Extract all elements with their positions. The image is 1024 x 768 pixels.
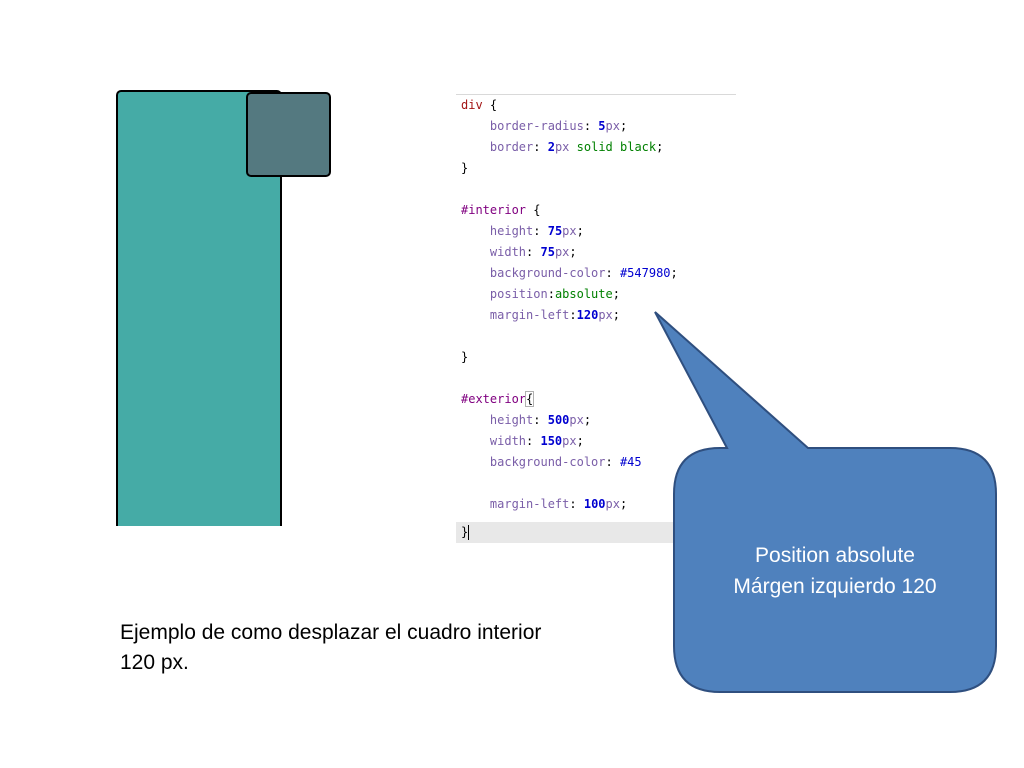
code-line-1: div { (461, 98, 498, 112)
code-line-18: background-color: #45 (489, 455, 642, 469)
caption-line-2: 120 px. (120, 651, 189, 674)
callout-text: Position absolute Márgen izquierdo 120 (700, 540, 970, 602)
code-line-10: position:absolute; (489, 287, 620, 301)
callout-line-2: Márgen izquierdo 120 (733, 575, 937, 598)
interior-box (246, 92, 331, 177)
code-line-4: } (461, 161, 469, 175)
code-line-7: height: 75px; (489, 224, 584, 238)
code-line-13: } (461, 350, 469, 364)
caption: Ejemplo de como desplazar el cuadro inte… (120, 618, 620, 678)
code-line-9: background-color: #547980; (489, 266, 678, 280)
callout-line-1: Position absolute (755, 544, 915, 567)
code-line-6: #interior { (461, 203, 541, 217)
code-line-8: width: 75px; (489, 245, 577, 259)
code-line-20: margin-left: 100px; (489, 497, 628, 511)
code-line-21[interactable]: } (456, 522, 736, 543)
code-line-2: border-radius: 5px; (489, 119, 628, 133)
code-line-3: border: 2px solid black; (489, 140, 664, 154)
code-line-17: width: 150px; (489, 434, 584, 448)
code-line-16: height: 500px; (489, 413, 592, 427)
text-caret (468, 525, 470, 540)
caption-line-1: Ejemplo de como desplazar el cuadro inte… (120, 621, 542, 644)
callout-bubble (654, 311, 997, 693)
code-line-11: margin-left:120px; (489, 308, 620, 322)
code-line-15: #exterior{ (461, 391, 535, 407)
